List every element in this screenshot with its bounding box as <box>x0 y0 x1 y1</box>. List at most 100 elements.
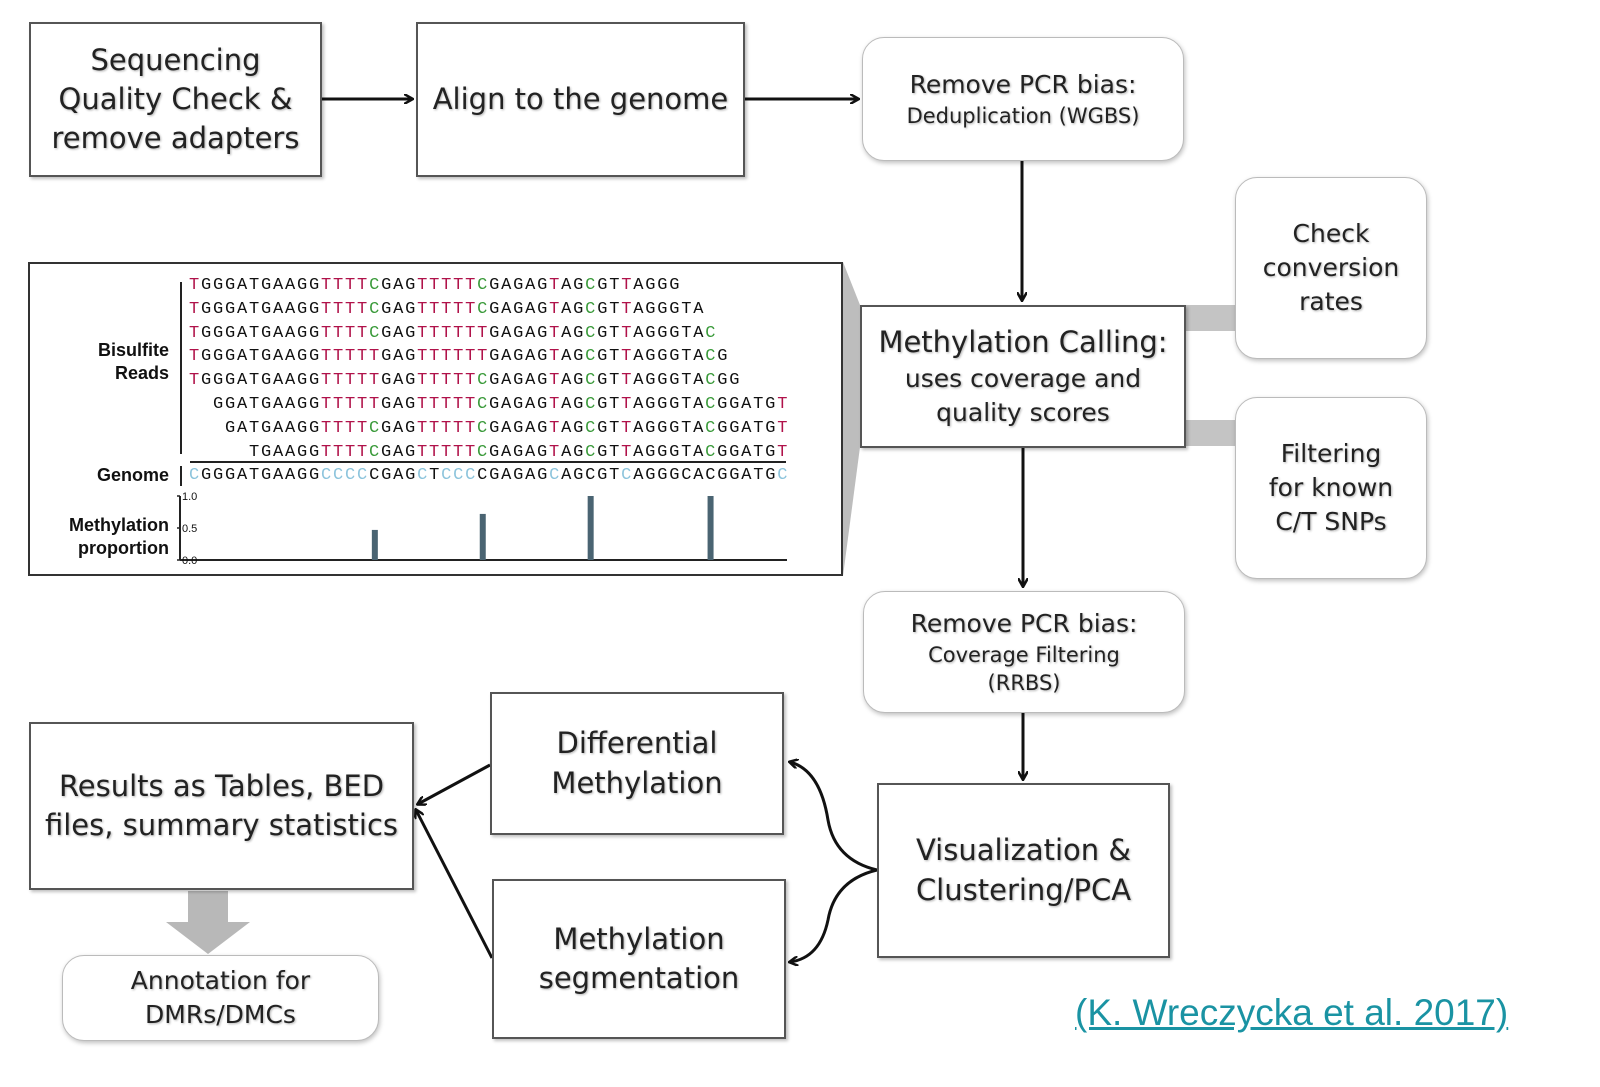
y-tick-label: 0.0 <box>182 555 197 567</box>
step-subtitle: (RRBS) <box>987 670 1061 695</box>
step-text: Clustering/PCA <box>915 872 1132 907</box>
reads-bracket <box>180 282 182 454</box>
sequence-segment: GAG <box>381 347 418 367</box>
sequence-segment: T <box>549 347 562 367</box>
sequence-segment: T <box>189 299 202 319</box>
step-check-conversion: Check conversion rates <box>1235 177 1427 359</box>
sequence-segment: C <box>369 418 382 438</box>
sequence-segment: GGGATGAAGG <box>201 276 322 295</box>
bisulfite-read: TGGGATGAAGGTTTTCGAGTTTTTCGAGAGTAGCGTTAGG… <box>189 276 681 295</box>
genome-label: Genome <box>96 465 169 485</box>
sequence-segment: T <box>621 276 634 295</box>
sequence-segment: C <box>477 371 490 391</box>
step-subtitle: Deduplication (WGBS) <box>906 103 1140 128</box>
arrow-segmentation-to-results <box>416 810 494 959</box>
bisulfite-alignment-panel: Bisulfite Reads Genome Methylation propo… <box>28 262 843 576</box>
sequence-segment: T <box>549 418 562 438</box>
sequence-segment: GAGAG <box>489 395 550 414</box>
citation-link[interactable]: (K. Wreczycka et al. 2017) <box>1075 992 1509 1033</box>
sequence-segment: C <box>585 418 598 438</box>
sequence-segment: T <box>777 395 790 414</box>
sequence-segment: T <box>189 323 202 343</box>
sequence-segment: GAG <box>381 371 418 391</box>
sequence-segment: T <box>549 323 562 343</box>
conversion-connector <box>1185 305 1235 331</box>
sequence-segment: C <box>369 299 382 319</box>
sequence-segment: C <box>705 323 718 343</box>
sequence-segment: T <box>549 276 562 295</box>
sequence-segment: T <box>777 442 790 462</box>
sequence-segment: C <box>189 466 202 485</box>
step-title: Remove PCR bias: <box>910 608 1138 638</box>
snp-connector <box>1185 420 1235 446</box>
arrow-visualization-to-differential <box>790 762 878 872</box>
sequence-segment: GGATG <box>717 442 778 462</box>
arrow-results-to-annotation <box>166 891 250 954</box>
sequence-segment: T <box>549 299 562 319</box>
sequence-segment: GT <box>597 442 622 462</box>
sequence-segment: C <box>705 395 718 414</box>
sequence-segment: T <box>621 418 634 438</box>
step-text: Annotation for <box>130 966 311 996</box>
step-text: Methylation <box>551 765 723 800</box>
sequence-segment: C <box>705 371 718 391</box>
sequence-segment: C <box>369 276 382 295</box>
sequence-segment: TGAAGG <box>248 442 321 462</box>
methylation-bar <box>371 529 378 560</box>
sequence-segment: C <box>585 395 598 414</box>
step-text: conversion <box>1262 253 1400 283</box>
step-align: Align to the genome <box>416 22 745 177</box>
sequence-segment: CCCC <box>321 466 370 485</box>
sequence-segment: GGGATGAAGG <box>201 323 322 343</box>
sequence-segment: AGGGTA <box>633 299 706 319</box>
step-text: remove adapters <box>51 121 300 156</box>
methylation-bar-chart: 1.00.50.0 <box>177 491 787 567</box>
sequence-segment: AG <box>561 323 586 343</box>
sequence-segment: AGGGTA <box>633 347 706 367</box>
sequence-segment: C <box>705 418 718 438</box>
sequence-segment: AGGGTA <box>633 323 706 343</box>
sequence-segment: GGGATGAAGG <box>201 347 322 367</box>
sequence-segment: T <box>621 442 634 462</box>
label-line: Methylation <box>68 515 169 535</box>
genome-sequence: CGGGATGAAGGCCCCCGAGCTCCCCGAGAGCAGCGTCAGG… <box>189 466 789 485</box>
sequence-segment: GGGATGAAGG <box>201 466 322 485</box>
step-differential-methylation: Differential Methylation <box>490 692 784 835</box>
step-text: Methylation <box>553 921 725 956</box>
sequence-segment: GAGAG <box>489 323 550 343</box>
sequence-segment: AGGGTA <box>633 371 706 391</box>
sequence-segment: C <box>585 299 598 319</box>
sequence-segment: T <box>189 276 202 295</box>
step-methylation-segmentation: Methylation segmentation <box>492 879 786 1039</box>
sequence-segment: TTTTT <box>320 395 381 414</box>
sequence-segment: C <box>585 442 598 462</box>
sequence-segment: TTTTTT <box>417 323 490 343</box>
bisulfite-read: TGGGATGAAGGTTTTCGAGTTTTTCGAGAGTAGCGTTAGG… <box>189 300 705 319</box>
step-text: Results as Tables, BED <box>58 768 385 803</box>
step-text: rates <box>1299 286 1363 316</box>
methylation-proportion-label: Methylation proportion <box>69 514 169 561</box>
panel-zoom-funnel <box>843 262 860 576</box>
arrow-visualization-to-segmentation <box>790 868 878 962</box>
sequence-segment: GAG <box>381 418 418 438</box>
sequence-segment: GT <box>597 418 622 438</box>
sequence-segment: GAGAG <box>489 347 550 367</box>
sequence-segment: GAG <box>381 299 418 319</box>
sequence-segment: TTTT <box>320 418 369 438</box>
step-subtitle: Coverage Filtering <box>928 642 1120 667</box>
sequence-segment: AG <box>561 371 586 391</box>
sequence-segment: T <box>549 395 562 414</box>
sequence-segment: GT <box>597 299 622 319</box>
sequence-segment: AG <box>561 395 586 414</box>
sequence-segment: T <box>621 323 634 343</box>
step-text: Visualization & <box>915 833 1131 868</box>
sequence-segment: AGGG <box>633 276 682 295</box>
sequence-segment: GT <box>597 371 622 391</box>
sequence-segment: TTTTT <box>417 371 478 391</box>
sequence-segment: T <box>621 299 634 319</box>
methylation-bar <box>587 496 594 560</box>
y-tick-label: 1.0 <box>182 491 197 503</box>
sequence-segment: GAG <box>380 442 417 462</box>
sequence-segment: C <box>585 276 598 295</box>
sequence-segment: C <box>477 418 490 438</box>
